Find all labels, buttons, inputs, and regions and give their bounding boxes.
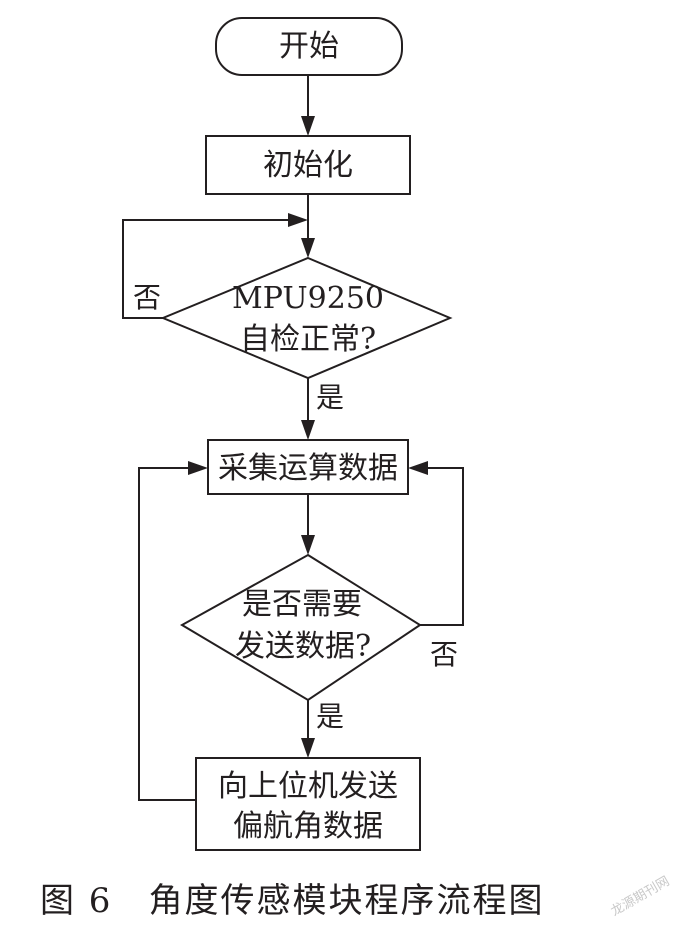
arrowhead-decide-no bbox=[408, 461, 428, 475]
figure-caption: 图 6 角度传感模块程序流程图 bbox=[40, 881, 544, 921]
arrowhead-send-loop bbox=[188, 461, 208, 475]
edge-decide-no-loop bbox=[420, 467, 464, 626]
self-check-label-line1: MPU9250 bbox=[232, 281, 384, 316]
arrowhead-decide bbox=[301, 535, 315, 555]
arrowhead-init bbox=[301, 116, 315, 136]
send-needed-label-line1: 是否需要 bbox=[242, 587, 362, 622]
send-yaw-label-line2: 偏航角数据 bbox=[233, 809, 383, 844]
start-terminal bbox=[215, 17, 403, 76]
init-process bbox=[205, 135, 411, 195]
collect-data-process bbox=[207, 439, 409, 495]
self-check-decision bbox=[160, 256, 453, 380]
collect-data-label: 采集运算数据 bbox=[218, 451, 398, 486]
self-check-label-line2: 自检正常? bbox=[240, 322, 376, 357]
watermark: 龙源期刊网 bbox=[609, 874, 673, 919]
arrowhead-send bbox=[301, 738, 315, 758]
decide-no-label: 否 bbox=[430, 638, 458, 671]
send-yaw-process bbox=[195, 757, 421, 851]
init-process-label: 初始化 bbox=[263, 148, 353, 183]
edge-check-no-loop bbox=[122, 219, 290, 319]
check-no-label: 否 bbox=[133, 281, 161, 314]
decide-yes-label: 是 bbox=[316, 700, 344, 733]
start-terminal-label: 开始 bbox=[279, 29, 339, 64]
send-yaw-label-line1: 向上位机发送 bbox=[218, 769, 398, 804]
check-yes-label: 是 bbox=[316, 381, 344, 414]
arrowhead-collect bbox=[301, 420, 315, 440]
send-needed-decision bbox=[179, 553, 422, 702]
arrowhead-check-no bbox=[288, 213, 308, 227]
arrowhead-check bbox=[301, 238, 315, 258]
send-needed-label-line2: 发送数据? bbox=[235, 629, 371, 664]
edge-send-loop bbox=[138, 467, 196, 801]
